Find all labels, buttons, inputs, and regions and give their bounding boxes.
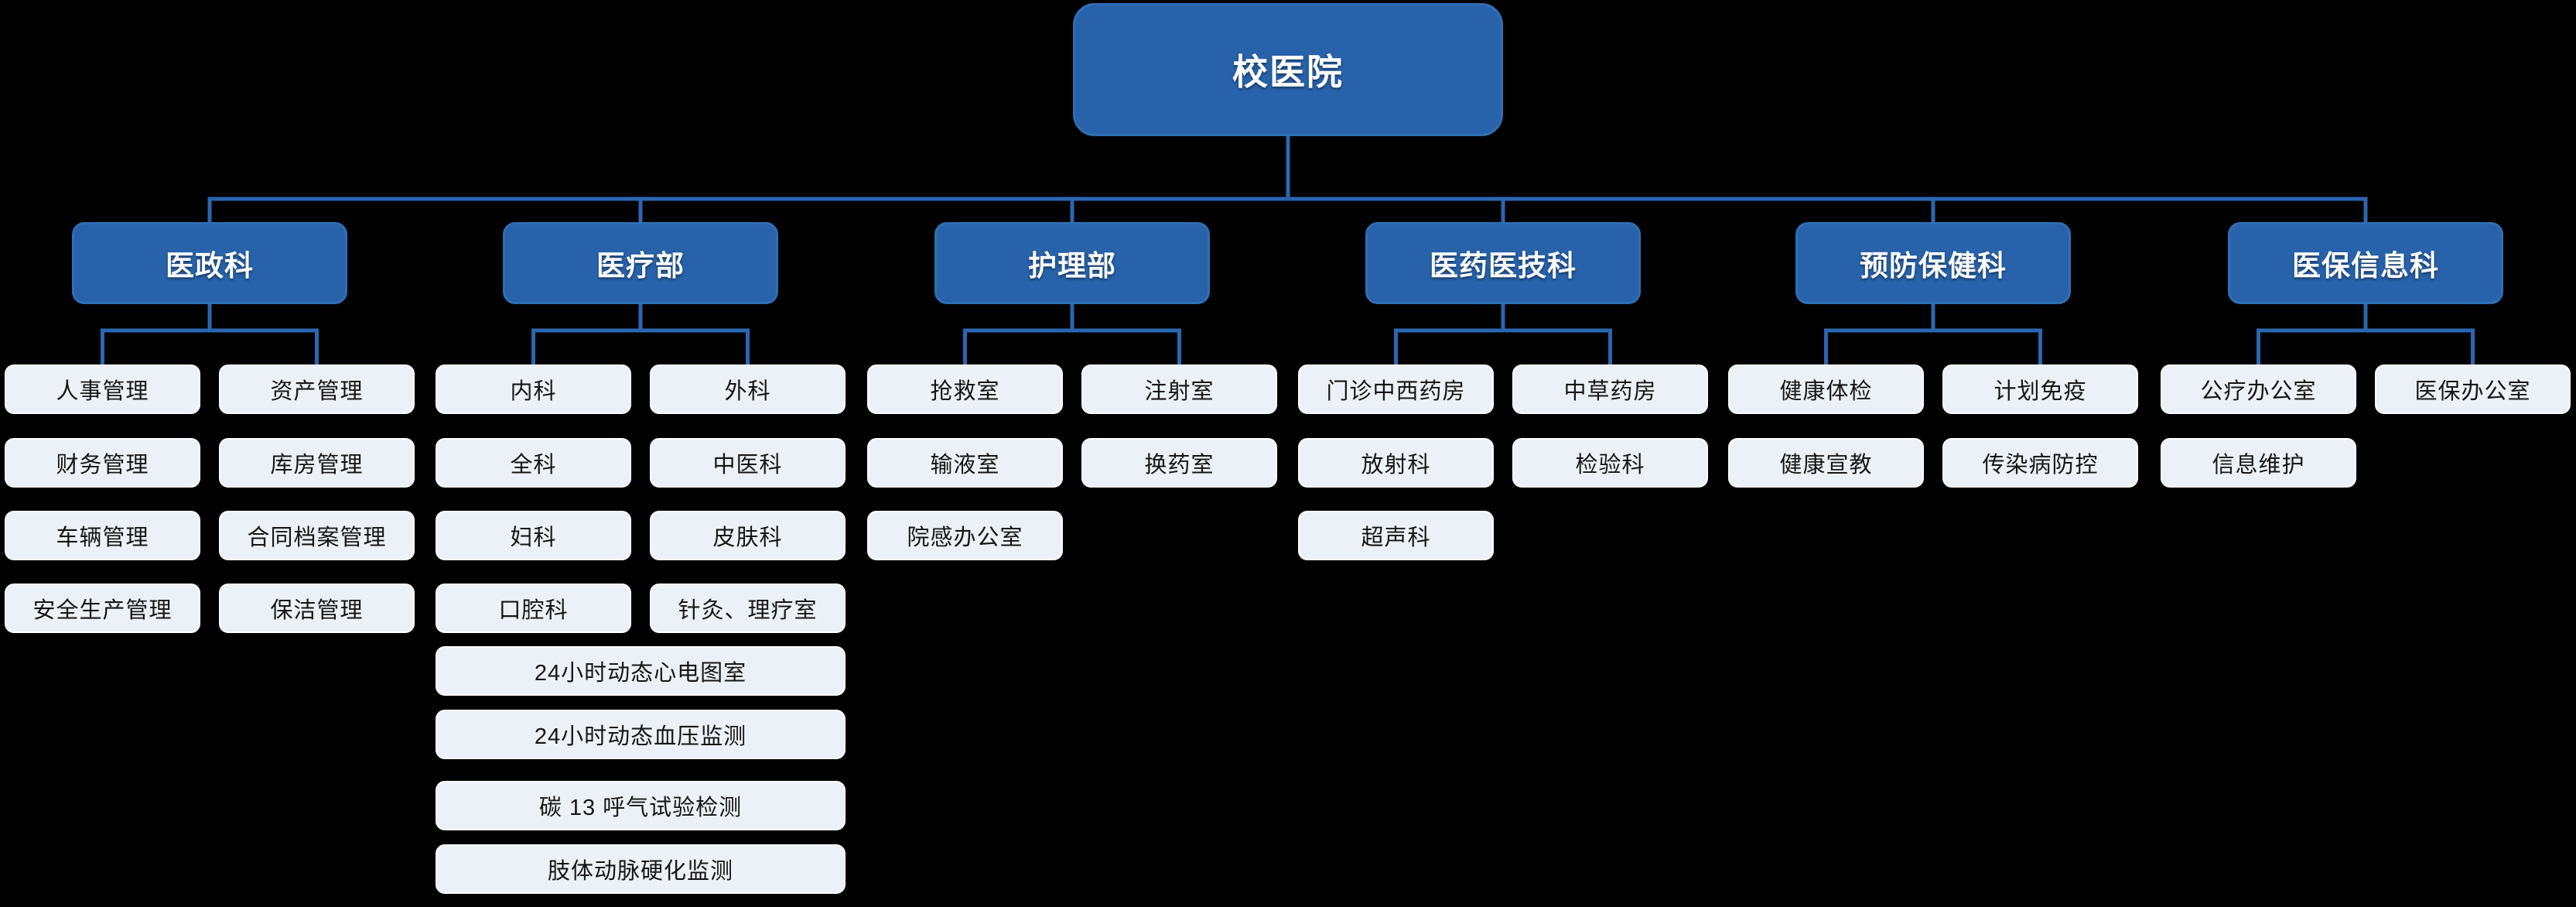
leaf-box: 院感办公室 bbox=[867, 511, 1063, 560]
leaf-box: 财务管理 bbox=[5, 438, 200, 488]
leaf-box: 外科 bbox=[650, 365, 846, 414]
leaf-box: 资产管理 bbox=[219, 365, 415, 414]
leaf-box: 医保办公室 bbox=[2375, 365, 2571, 414]
leaf-box: 输液室 bbox=[867, 438, 1063, 488]
leaf-box: 车辆管理 bbox=[5, 511, 200, 560]
leaf-box: 信息维护 bbox=[2161, 438, 2356, 488]
leaf-box: 放射科 bbox=[1298, 438, 1494, 488]
leaf-box: 检验科 bbox=[1512, 438, 1708, 488]
leaf-box: 针灸、理疗室 bbox=[650, 584, 846, 633]
wide-leaf-box: 24小时动态心电图室 bbox=[436, 646, 846, 696]
leaf-box: 中草药房 bbox=[1512, 365, 1708, 414]
leaf-box: 内科 bbox=[436, 365, 631, 414]
department-header: 护理部 bbox=[934, 222, 1210, 304]
leaf-box: 人事管理 bbox=[5, 365, 200, 414]
leaf-box: 妇科 bbox=[436, 511, 631, 560]
department-header: 预防保健科 bbox=[1795, 222, 2071, 304]
leaf-box: 中医科 bbox=[650, 438, 846, 488]
leaf-box: 换药室 bbox=[1081, 438, 1277, 488]
leaf-box: 健康体检 bbox=[1728, 365, 1924, 414]
wide-leaf-box: 肢体动脉硬化监测 bbox=[436, 844, 846, 894]
leaf-box: 合同档案管理 bbox=[219, 511, 415, 560]
leaf-box: 保洁管理 bbox=[219, 584, 415, 633]
wide-leaf-box: 24小时动态血压监测 bbox=[436, 710, 846, 759]
leaf-box: 传染病防控 bbox=[1942, 438, 2138, 488]
leaf-box: 全科 bbox=[436, 438, 631, 488]
leaf-box: 库房管理 bbox=[219, 438, 415, 488]
department-header: 医保信息科 bbox=[2228, 222, 2503, 304]
leaf-box: 安全生产管理 bbox=[5, 584, 200, 633]
department-header: 医药医技科 bbox=[1365, 222, 1641, 304]
leaf-box: 健康宣教 bbox=[1728, 438, 1924, 488]
leaf-box: 计划免疫 bbox=[1942, 365, 2138, 414]
leaf-box: 口腔科 bbox=[436, 584, 631, 633]
department-header: 医疗部 bbox=[503, 222, 778, 304]
leaf-box: 公疗办公室 bbox=[2161, 365, 2356, 414]
leaf-box: 注射室 bbox=[1081, 365, 1277, 414]
department-header: 医政科 bbox=[72, 222, 347, 304]
leaf-box: 皮肤科 bbox=[650, 511, 846, 560]
leaf-box: 抢救室 bbox=[867, 365, 1063, 414]
org-node-root: 校医院 bbox=[1073, 3, 1503, 136]
wide-leaf-box: 碳 13 呼气试验检测 bbox=[436, 781, 846, 830]
leaf-box: 超声科 bbox=[1298, 511, 1494, 560]
leaf-box: 门诊中西药房 bbox=[1298, 365, 1494, 414]
